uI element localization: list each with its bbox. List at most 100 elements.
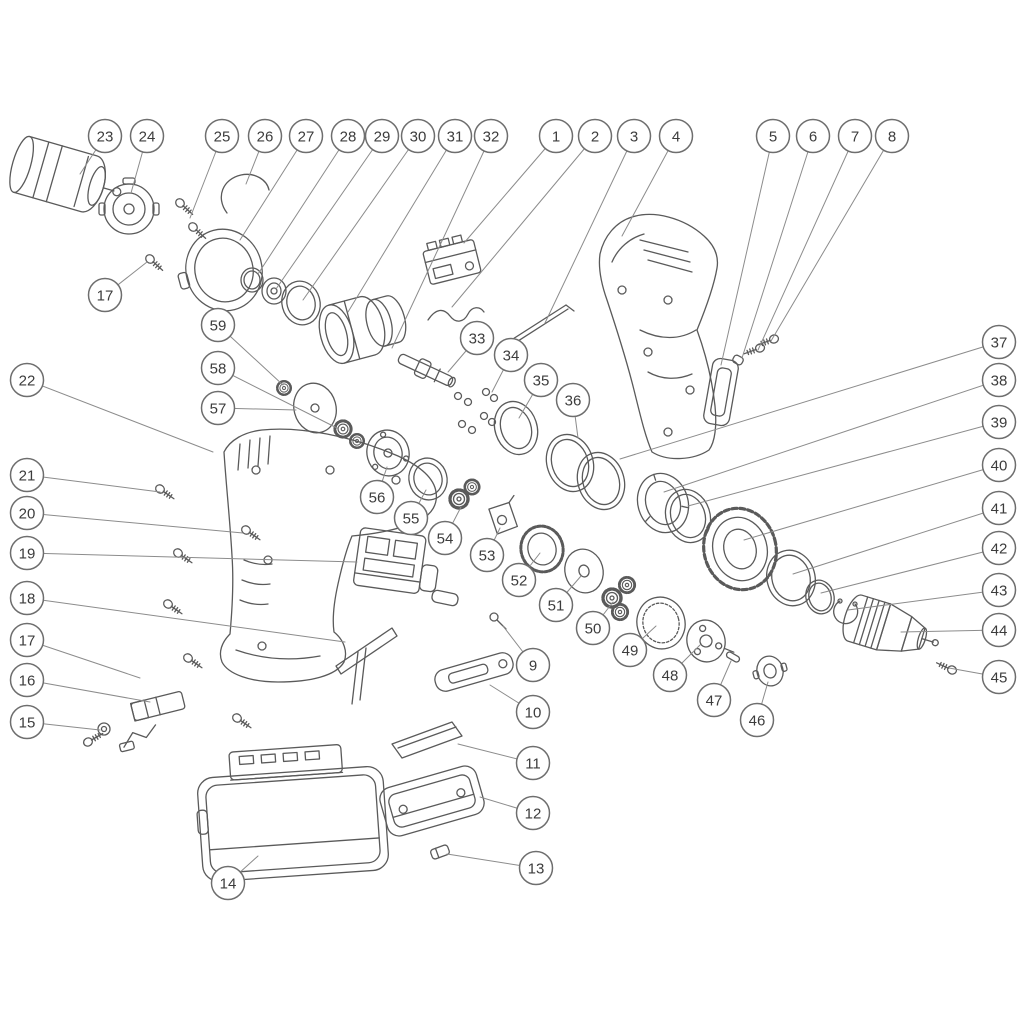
pcb-module-part <box>422 234 482 285</box>
callout-57: 57 <box>200 390 236 426</box>
large-washer-part <box>493 400 539 456</box>
callout-number: 53 <box>479 547 496 564</box>
housing-left-part <box>219 428 438 683</box>
callout-number: 6 <box>809 128 817 145</box>
callout-9: 9 <box>515 647 551 683</box>
callout-18: 18 <box>9 580 45 616</box>
callout-number: 11 <box>525 755 541 772</box>
spacer-ring-a-part <box>545 433 595 493</box>
callout-19: 19 <box>9 535 45 571</box>
latch-plate-part <box>129 690 186 722</box>
planet-gears-small-part <box>448 478 481 510</box>
callout-number: 47 <box>706 692 723 709</box>
callout-number: 24 <box>139 128 156 145</box>
callout-number: 48 <box>662 667 679 684</box>
callout-52: 52 <box>501 562 537 598</box>
callout-number: 13 <box>528 860 545 877</box>
oring-part <box>805 579 835 615</box>
callout-number: 44 <box>991 622 1008 639</box>
planet-gears-part <box>601 575 637 622</box>
callout-number: 49 <box>622 642 639 659</box>
callout-number: 9 <box>529 657 537 674</box>
callout-number: 23 <box>97 128 114 145</box>
callout-59: 59 <box>200 307 236 343</box>
callout-number: 40 <box>991 457 1008 474</box>
base-plate-part <box>379 765 485 837</box>
callout-49: 49 <box>612 632 648 668</box>
callout-38: 38 <box>981 362 1017 398</box>
callout-number: 50 <box>585 620 602 637</box>
callout-number: 29 <box>374 128 391 145</box>
callout-number: 52 <box>511 572 528 589</box>
callout-number: 27 <box>298 128 315 145</box>
pins-part <box>453 387 499 435</box>
callout-number: 18 <box>19 590 36 607</box>
callout-number: 22 <box>19 372 36 389</box>
callout-29: 29 <box>364 118 400 154</box>
callout-34: 34 <box>493 337 529 373</box>
callout-36: 36 <box>555 382 591 418</box>
callout-40: 40 <box>981 447 1017 483</box>
motor-end-cap-part <box>98 177 160 235</box>
callout-number: 30 <box>410 128 427 145</box>
callout-37: 37 <box>981 324 1017 360</box>
gearcase-ring-part <box>177 228 263 312</box>
spacer-ring-b-part <box>576 451 626 511</box>
battery-pack-part <box>196 744 389 882</box>
callout-number: 42 <box>991 540 1008 557</box>
callout-number: 10 <box>525 704 542 721</box>
callout-47: 47 <box>696 682 732 718</box>
latch-screw-part <box>81 722 111 749</box>
callout-number: 3 <box>630 128 638 145</box>
callout-13: 13 <box>518 850 554 886</box>
callout-number: 17 <box>97 287 114 304</box>
bearing-plate-part <box>366 429 410 477</box>
callout-50: 50 <box>575 610 611 646</box>
callout-number: 20 <box>19 505 36 522</box>
latch-spring-part <box>118 724 157 753</box>
callout-53: 53 <box>469 537 505 573</box>
callout-number: 21 <box>19 467 36 484</box>
callout-number: 8 <box>888 128 896 145</box>
callout-21: 21 <box>9 457 45 493</box>
callout-54: 54 <box>427 520 463 556</box>
housing-screws-part <box>732 333 781 366</box>
switch-module-part <box>353 527 439 594</box>
callout-10: 10 <box>515 694 551 730</box>
callout-6: 6 <box>795 118 831 154</box>
callout-26: 26 <box>247 118 283 154</box>
oring-small-part <box>240 267 264 293</box>
pinion-gear-part <box>275 379 293 397</box>
chuck-part <box>842 594 939 652</box>
callout-number: 57 <box>210 400 227 417</box>
callout-22: 22 <box>9 362 45 398</box>
callout-27: 27 <box>288 118 324 154</box>
callout-number: 12 <box>525 805 542 822</box>
callout-number: 54 <box>437 530 454 547</box>
callout-56: 56 <box>359 479 395 515</box>
callout-23: 23 <box>87 118 123 154</box>
callout-16: 16 <box>9 662 45 698</box>
callout-43: 43 <box>981 572 1017 608</box>
callout-39: 39 <box>981 404 1017 440</box>
callout-number: 1 <box>552 128 560 145</box>
bracket-part <box>488 494 519 535</box>
collar-ring-part <box>766 549 816 607</box>
callout-32: 32 <box>473 118 509 154</box>
callout-24: 24 <box>129 118 165 154</box>
callout-58: 58 <box>200 350 236 386</box>
callout-20: 20 <box>9 495 45 531</box>
callout-48: 48 <box>652 657 688 693</box>
callout-number: 41 <box>991 500 1008 517</box>
gear-pair-part <box>333 419 366 450</box>
bearing-part <box>261 277 287 305</box>
notched-ring-part <box>636 472 690 534</box>
callout-number: 17 <box>19 632 36 649</box>
housing-right-part <box>598 213 719 460</box>
callout-number: 51 <box>548 597 565 614</box>
wire-part <box>427 307 485 322</box>
wave-washer-part <box>281 280 321 326</box>
